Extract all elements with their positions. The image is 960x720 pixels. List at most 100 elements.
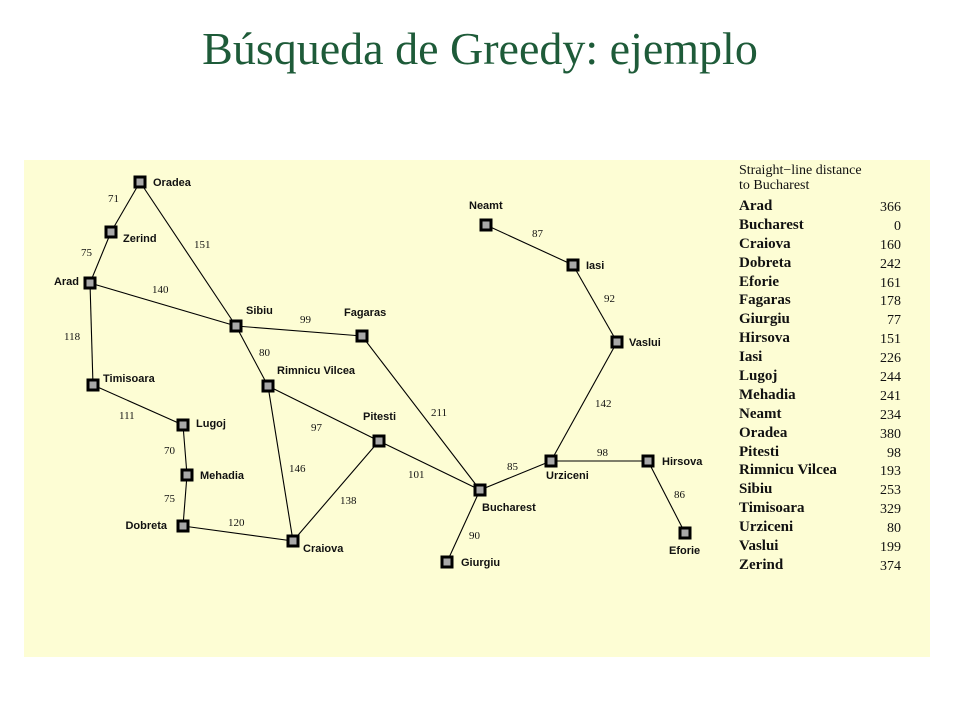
road-pitesti-bucharest (378, 440, 481, 491)
sld-city-name: Neamt (739, 405, 782, 422)
distance-label-rimnicu-pitesti: 97 (311, 422, 323, 434)
sld-city-name: Pitesti (739, 443, 779, 460)
distance-label-pitesti-bucharest: 101 (408, 469, 425, 481)
road-arad-timisoara (89, 282, 94, 386)
city-label-timisoara: Timisoara (103, 373, 156, 385)
city-vaslui: Vaslui (610, 335, 661, 349)
distance-label-timisoara-lugoj: 111 (119, 410, 135, 422)
sld-city-name: Craiova (739, 235, 791, 252)
sld-city-name: Iasi (739, 349, 763, 366)
sld-distance-value: 77 (887, 313, 901, 329)
distance-label-iasi-neamt: 87 (532, 228, 544, 240)
city-node-inner-zerind (107, 228, 115, 236)
sld-distance-value: 241 (880, 388, 901, 404)
sld-row: Dobreta 242 (739, 255, 901, 274)
sld-distance-value: 178 (880, 294, 901, 310)
sld-header-line2: to Bucharest (739, 178, 810, 193)
city-node-inner-oradea (136, 178, 144, 186)
city-giurgiu: Giurgiu (440, 555, 500, 569)
city-label-neamt: Neamt (469, 200, 503, 212)
sld-distance-value: 366 (880, 200, 901, 215)
city-label-rimnicu: Rimnicu Vilcea (277, 365, 356, 377)
city-node-inner-mehadia (183, 471, 191, 479)
city-label-pitesti: Pitesti (363, 411, 396, 423)
distance-label-craiova-pitesti: 138 (340, 495, 357, 507)
sld-distance-value: 242 (880, 256, 901, 272)
sld-distance-value: 244 (880, 370, 901, 386)
road-oradea-zerind (110, 181, 141, 233)
sld-distance-value: 374 (880, 558, 901, 574)
road-zerind-arad (89, 231, 112, 284)
city-pitesti: Pitesti (363, 411, 396, 448)
sld-distance-value: 160 (880, 237, 901, 253)
city-label-lugoj: Lugoj (196, 418, 226, 430)
distance-labels-layer: 7175151140118111707512099809714613821110… (64, 193, 686, 542)
city-label-dobreta: Dobreta (125, 520, 167, 532)
city-label-giurgiu: Giurgiu (461, 557, 500, 569)
city-label-fagaras: Fagaras (344, 307, 386, 319)
road-urziceni-vaslui (550, 341, 618, 462)
city-label-arad: Arad (54, 276, 79, 288)
sld-city-name: Giurgiu (739, 311, 790, 328)
distance-label-sibiu-rimnicu: 80 (259, 347, 271, 359)
city-oradea: Oradea (133, 175, 192, 189)
city-node-inner-bucharest (476, 486, 484, 494)
sld-row: Giurgiu 77 (739, 311, 901, 330)
city-rimnicu: Rimnicu Vilcea (261, 365, 356, 393)
sld-distance-value: 329 (880, 502, 901, 518)
city-node-inner-neamt (482, 221, 490, 229)
distance-label-oradea-zerind: 71 (108, 193, 119, 205)
sld-city-name: Sibiu (739, 481, 773, 498)
sld-row: Urziceni 80 (739, 519, 901, 538)
city-node-inner-pitesti (375, 437, 383, 445)
city-node-inner-sibiu (232, 322, 240, 330)
city-label-eforie: Eforie (669, 545, 700, 557)
sld-city-name: Urziceni (739, 519, 794, 536)
city-node-inner-eforie (681, 529, 689, 537)
sld-distance-value: 80 (887, 521, 901, 537)
city-node-inner-timisoara (89, 381, 97, 389)
sld-row: Oradea 380 (739, 425, 901, 444)
city-node-inner-giurgiu (443, 558, 451, 566)
road-timisoara-lugoj (92, 384, 184, 426)
city-label-iasi: Iasi (586, 260, 604, 272)
roads-layer (89, 181, 686, 563)
distance-label-urziceni-hirsova: 98 (597, 447, 609, 459)
road-fagaras-bucharest (361, 335, 481, 491)
sld-city-name: Bucharest (739, 216, 804, 233)
city-timisoara: Timisoara (86, 373, 156, 392)
sld-city-name: Oradea (739, 424, 788, 441)
city-node-inner-craiova (289, 537, 297, 545)
sld-row: Timisoara 329 (739, 500, 901, 519)
road-lugoj-mehadia (182, 424, 188, 476)
city-zerind: Zerind (104, 225, 157, 245)
road-bucharest-giurgiu (446, 489, 481, 563)
sld-city-name: Eforie (739, 273, 779, 290)
sld-city-name: Timisoara (739, 500, 805, 517)
distance-label-lugoj-mehadia: 70 (164, 445, 176, 457)
city-node-inner-dobreta (179, 522, 187, 530)
city-label-vaslui: Vaslui (629, 337, 661, 349)
city-label-craiova: Craiova (303, 543, 344, 555)
city-iasi: Iasi (566, 258, 604, 272)
sld-city-name: Dobreta (739, 254, 792, 271)
city-label-mehadia: Mehadia (200, 470, 245, 482)
road-vaslui-iasi (572, 264, 618, 343)
distance-label-hirsova-eforie: 86 (674, 489, 686, 501)
distance-label-urziceni-vaslui: 142 (595, 398, 612, 410)
distance-label-sibiu-fagaras: 99 (300, 314, 312, 326)
sld-distance-value: 380 (880, 426, 901, 442)
distance-label-fagaras-bucharest: 211 (431, 407, 447, 419)
sld-city-name: Rimnicu Vilcea (739, 462, 837, 479)
city-neamt: Neamt (469, 200, 503, 232)
sld-distance-value: 199 (880, 540, 901, 556)
distance-label-vaslui-iasi: 92 (604, 293, 615, 305)
road-arad-sibiu (89, 282, 237, 327)
city-node-inner-arad (86, 279, 94, 287)
